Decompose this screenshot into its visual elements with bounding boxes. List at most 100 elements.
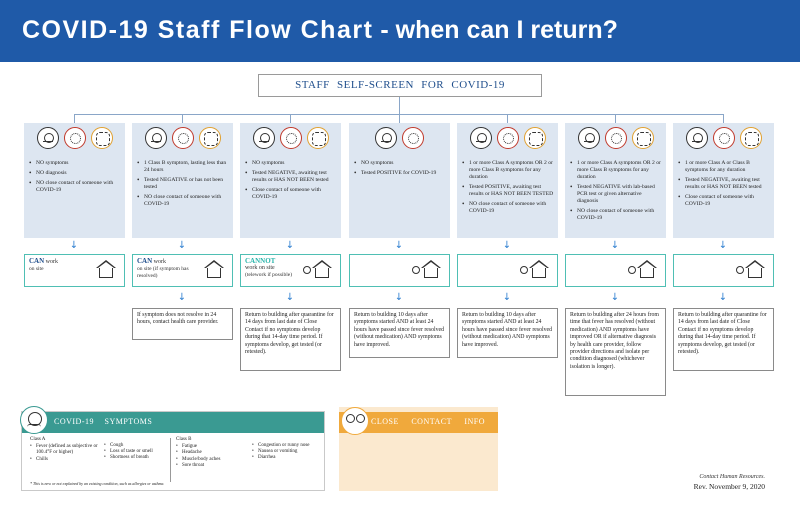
home-person-icon	[736, 260, 766, 278]
symptom-item: Fever (defined as subjective or 100.4°F …	[30, 444, 98, 456]
virus-icon	[63, 127, 86, 149]
scenario-item: NO close contact of someone with COVID-1…	[569, 208, 662, 222]
person-icon	[144, 127, 167, 149]
self-screen-box: STAFF SELF-SCREEN FOR COVID-19	[258, 74, 542, 97]
symptom-item: Sore throat	[176, 463, 246, 469]
scenario-item: 1 Class B symptom, lasting less than 24 …	[136, 160, 229, 174]
contact-icon	[523, 127, 546, 149]
arrow-down-icon: ↓	[177, 292, 187, 303]
symptom-item: Loss of taste or smell	[104, 449, 164, 455]
person-icon	[36, 127, 59, 149]
scenario-box-7: 1 or more Class A or Class B symptoms fo…	[673, 123, 774, 238]
virus-icon	[171, 127, 194, 149]
symptom-item: Fatigue	[176, 444, 246, 450]
class-b-col: Class B Fatigue Headache Muscle/body ach…	[176, 437, 246, 469]
scenario-item: NO close contact of someone with COVID-1…	[461, 201, 554, 215]
credit-text: Contact Human Resources.	[699, 474, 765, 480]
page-title: COVID-19 Staff Flow Chart	[22, 16, 374, 44]
person-icon	[20, 406, 48, 434]
scenario-item: Tested NEGATIVE or has not been tested	[136, 177, 229, 191]
connector-drop-2	[182, 114, 183, 123]
scenario-item: Tested POSITIVE for COVID-19	[353, 170, 446, 177]
scenario-icons	[461, 127, 554, 153]
scenario-item: NO symptoms	[28, 160, 121, 167]
symptom-item: Diarrhea	[252, 455, 320, 461]
symptom-item: Chills	[30, 457, 98, 463]
arrow-down-icon: ↓	[394, 292, 404, 303]
connector-drop-1	[74, 114, 75, 123]
scenario-icons	[244, 127, 337, 153]
home-person-icon	[520, 260, 550, 278]
status-sub: on site	[29, 266, 44, 272]
status-title: CAN	[29, 257, 45, 265]
scenario-item: 1 or more Class A symptoms OR 2 or more …	[569, 160, 662, 181]
status-box-7	[673, 254, 774, 287]
arrow-down-icon: ↓	[285, 292, 295, 303]
scenario-item: Close contact of someone with COVID-19	[244, 187, 337, 201]
status-box-4	[349, 254, 450, 287]
symptoms-footnote: * This is new or not explained by an exi…	[30, 480, 165, 486]
symptom-item: Headache	[176, 450, 246, 456]
virus-icon	[712, 127, 735, 149]
contact-icon	[739, 127, 762, 149]
note-box-4: Return to building 10 days after symptom…	[349, 308, 450, 358]
arrow-down-icon: ↓	[718, 240, 728, 251]
class-b2-col: Congestion or runny nose Nausea or vomit…	[252, 443, 320, 462]
scenario-item: Tested NEGATIVE, awaiting test results o…	[677, 177, 770, 191]
arrow-down-icon: ↓	[610, 292, 620, 303]
symptoms-body: Class A Fever (defined as subjective or …	[22, 434, 324, 490]
scenario-icons	[677, 127, 770, 153]
scenario-box-6: 1 or more Class A symptoms OR 2 or more …	[565, 123, 666, 238]
arrow-down-icon: ↓	[718, 292, 728, 303]
scenario-item: NO symptoms	[353, 160, 446, 167]
class-a-label: Class A	[30, 437, 46, 442]
scenario-item: NO close contact of someone with COVID-1…	[28, 180, 121, 194]
status-sub: (telework if possible)	[245, 272, 293, 278]
contact-icon	[90, 127, 113, 149]
connector-stem	[399, 97, 400, 114]
virus-icon	[496, 127, 519, 149]
scenario-item: NO close contact of someone with COVID-1…	[136, 194, 229, 208]
status-box-5	[457, 254, 558, 287]
connector-drop-7	[723, 114, 724, 123]
page-subtitle: - when can I return?	[373, 16, 618, 44]
note-box-6: Return to building after 24 hours from t…	[565, 308, 666, 396]
office-building-icon	[95, 260, 117, 278]
scenario-item: NO diagnosis	[28, 170, 121, 177]
connector-drop-4	[399, 114, 400, 123]
people-icon	[341, 407, 369, 435]
note-box-3: Return to building after quarantine for …	[240, 308, 341, 371]
status-text: work	[45, 259, 59, 265]
connector-drop-5	[507, 114, 508, 123]
symptoms-header: COVID-19 SYMPTOMS	[20, 406, 324, 434]
class-a-col: Class A Fever (defined as subjective or …	[30, 437, 98, 463]
scenario-item: NO symptoms	[244, 160, 337, 167]
symptom-item: Nausea or vomiting	[252, 449, 320, 455]
scenario-box-4: NO symptoms Tested POSITIVE for COVID-19	[349, 123, 450, 238]
revision-date: Rev. November 9, 2020	[693, 482, 765, 491]
close-contact-panel: CLOSE CONTACT INFO	[339, 407, 498, 491]
class-a2-col: Cough Loss of taste or smell Shortness o…	[104, 443, 164, 462]
status-box-1: CAN work on site	[24, 254, 125, 287]
symptoms-title: COVID-19 SYMPTOMS	[54, 417, 153, 426]
person-icon	[469, 127, 492, 149]
connector-drop-6	[615, 114, 616, 123]
status-box-2: CAN work on site (if symptom has resolve…	[132, 254, 233, 287]
scenario-item: Tested POSITIVE, awaiting test results o…	[461, 184, 554, 198]
class-b-label: Class B	[176, 437, 192, 442]
title-banner: COVID-19 Staff Flow Chart - when can I r…	[0, 0, 800, 62]
contact-icon	[198, 127, 221, 149]
status-box-3: CANNOT work on site (telework if possibl…	[240, 254, 341, 287]
symptom-item: Cough	[104, 443, 164, 449]
contact-icon	[631, 127, 654, 149]
home-person-icon	[303, 260, 333, 278]
scenario-box-1: NO symptoms NO diagnosis NO close contac…	[24, 123, 125, 238]
scenario-icons	[28, 127, 121, 153]
person-icon	[252, 127, 275, 149]
contact-icon	[306, 127, 329, 149]
person-icon	[685, 127, 708, 149]
arrow-down-icon: ↓	[502, 292, 512, 303]
scenario-box-5: 1 or more Class A symptoms OR 2 or more …	[457, 123, 558, 238]
arrow-down-icon: ↓	[177, 240, 187, 251]
virus-icon	[604, 127, 627, 149]
